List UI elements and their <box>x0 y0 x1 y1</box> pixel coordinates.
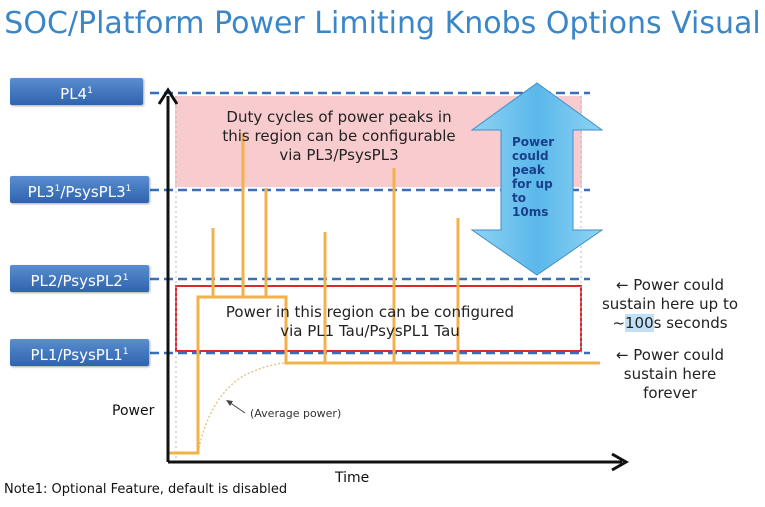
pl1-tau-region-line-2: via PL1 Tau/PsysPL1 Tau <box>280 322 460 340</box>
pl3-region-line-1: Duty cycles of power peaks in <box>226 108 452 126</box>
pl3-region-line-2: this region can be configurable <box>222 127 456 145</box>
peak-arrow-text: Power could peak for up to 10ms <box>512 135 562 219</box>
power-trace <box>168 133 600 455</box>
peak-text-line-3: peak <box>512 163 545 177</box>
footnote: Note1: Optional Feature, default is disa… <box>4 482 288 497</box>
psyspl3-label-text: /PsysPL3 <box>60 183 126 201</box>
x-axis-label: Time <box>335 470 370 486</box>
average-power-curve <box>197 361 291 453</box>
sustain-100s-line-1: ← Power could <box>615 276 725 294</box>
avg-pointer-arrow <box>228 401 246 414</box>
peak-text-line-2: could <box>512 149 549 163</box>
sustain-100s-line-2: sustain here up to <box>601 295 739 313</box>
peak-text-line-1: Power <box>512 135 555 149</box>
tilde-text: ~ <box>612 314 626 332</box>
sustain-forever-note: ← Power could sustain here forever <box>600 346 740 403</box>
pl4-footnote-mark: 1 <box>87 86 93 96</box>
sustain-100s-note: ← Power could sustain here up to ~100s s… <box>590 276 750 333</box>
pl3-label: PL31/PsysPL31 <box>10 176 149 203</box>
forever-line-3: forever <box>643 384 697 402</box>
pl3-region-line-3: via PL3/PsysPL3 <box>279 146 399 164</box>
forever-line-1: ← Power could <box>615 346 725 364</box>
pl1-tau-region-description: Power in this region can be configured v… <box>190 303 550 341</box>
peak-double-arrow <box>470 82 604 276</box>
pl4-label: PL41 <box>10 78 143 105</box>
y-axis-arrowhead <box>157 87 179 105</box>
pl3-region-description: Duty cycles of power peaks in this regio… <box>210 108 468 165</box>
pl2-label-text: PL2/PsysPL2 <box>30 272 123 290</box>
average-power-label: (Average power) <box>250 407 342 420</box>
peak-text-line-4: for up <box>512 177 553 191</box>
pl1-label-text: PL1/PsysPL1 <box>30 346 123 364</box>
pl1-footnote-mark: 1 <box>122 347 129 357</box>
highlighted-100-text: 100 <box>625 314 654 332</box>
sustain-100s-line-3: ~100s seconds <box>590 314 750 333</box>
pl2-label: PL2/PsysPL21 <box>10 265 149 292</box>
pl4-label-text: PL4 <box>60 85 88 103</box>
y-axis-label: Power <box>112 403 155 419</box>
seconds-text: s seconds <box>653 314 728 332</box>
psyspl3-footnote-mark: 1 <box>125 184 132 194</box>
pl1-tau-region-line-1: Power in this region can be configured <box>225 303 515 321</box>
pl3-label-text: PL3 <box>27 183 55 201</box>
slide-title: SOC/Platform Power Limiting Knobs Option… <box>4 6 761 41</box>
peak-text-line-6: 10ms <box>512 205 549 219</box>
forever-line-2: sustain here <box>623 365 717 383</box>
peak-text-line-5: to <box>512 191 526 205</box>
pl1-tau-region <box>175 285 582 352</box>
pl2-footnote-mark: 1 <box>122 273 129 283</box>
pl1-label: PL1/PsysPL11 <box>10 339 149 366</box>
pl3-footnote-mark: 1 <box>54 184 61 194</box>
x-axis-arrowhead <box>611 452 630 472</box>
